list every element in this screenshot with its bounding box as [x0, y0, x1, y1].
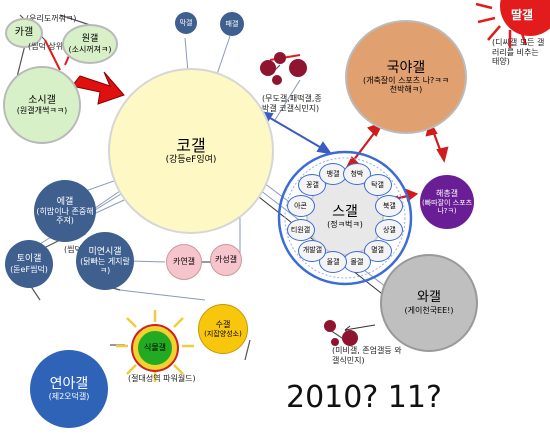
sgal-subnode[interactable]: 아콘 [286, 195, 315, 218]
node-sugal[interactable]: 수갤 (지잡양성소) [198, 304, 248, 354]
node-kaseonggal[interactable]: 카성갤 [210, 244, 242, 276]
node-kogal[interactable]: 코갤 (강등eF잉여) [108, 68, 274, 234]
sgal-subnode-label: 티원갤 [290, 225, 311, 234]
note-top-left: (우리도꺼줘ㅋ) [26, 14, 77, 23]
sgal-subnode-label: 멸갤 [371, 246, 384, 255]
sgal-subnode[interactable]: 몰갤 [342, 251, 371, 274]
sgal-subnode[interactable]: 티원갤 [286, 218, 315, 241]
note-jeoldae: (절대성역 파워월드) [128, 374, 196, 383]
sgal-subnode[interactable]: 청박 [342, 162, 371, 185]
node-egal[interactable]: 에갤 (히밥이나 존중해주져) [34, 180, 96, 242]
node-kayeongal[interactable]: 카연갤 [166, 244, 202, 280]
sun-label: 딸갤 [511, 8, 534, 22]
sgal-subnode-label: 상갤 [382, 225, 396, 234]
node-yeonagal[interactable]: 연아갤 (제2오덕갤) [30, 350, 108, 428]
sgal-subnode[interactable]: 상갤 [375, 218, 404, 241]
node-gukya[interactable]: 국야갤 (개축잘이 스포츠 나?ㅋㅋ 천박해ㅋ) [345, 20, 467, 134]
sgal-subnode[interactable]: 올갤 [319, 251, 348, 274]
year-caption: 2010? 11? [286, 380, 442, 415]
sgal-subnode[interactable]: 개발갤 [298, 239, 327, 262]
sgal-subnode[interactable]: 꽁갤 [298, 174, 327, 197]
node-wagal[interactable]: 와갤 (게이천국EE!) [380, 254, 478, 352]
sgal-subnode[interactable]: 북갤 [375, 195, 404, 218]
sgal-subnode-label: 청박 [350, 169, 364, 178]
sgal-subnode-label: 북갤 [382, 202, 396, 211]
node-misigal[interactable]: 미연시갤 (닭빠는 게지랄ㅋ) [76, 232, 134, 290]
sgal-subnode-label: 탁갤 [371, 181, 384, 190]
sgal-subnode-label: 뱅갤 [326, 169, 340, 178]
sgal-subnode-label: 올갤 [326, 258, 340, 267]
note-ssipdeok-1: (씹덕 상위일체) [28, 42, 81, 51]
sgal-subnode-label: 개발갤 [302, 246, 323, 255]
node-wongal[interactable]: 원갤 (소시꺼져ㅋ) [62, 24, 118, 64]
node-sikmulgal[interactable]: 식물갤 [133, 326, 177, 370]
note-mudong: (무도갤,패떡갤,종박갤 코갤식민지) [262, 94, 322, 113]
note-dissi: (디씨갤 모든 갤러리를 비추는 태양) [492, 38, 545, 67]
node-sosigal[interactable]: 소시갤 (원갤개썩ㅋㅋ) [3, 66, 81, 144]
sgal-subnode-label: 몰갤 [350, 258, 364, 267]
sgal-subnode-label: 꽁갤 [306, 181, 319, 190]
node-toigal[interactable]: 토이갤 (돋eF씹덕) [5, 240, 53, 288]
sgal-subnode[interactable]: 멸갤 [363, 239, 392, 262]
node-makgal[interactable]: 막갤 [175, 12, 197, 34]
sgal-subnode[interactable]: 탁갤 [363, 174, 392, 197]
sgal-subnode-label: 아콘 [294, 202, 307, 211]
note-mibigal: (미비갤, 존엄갤등 와갤식민지) [332, 346, 402, 365]
node-paegal[interactable]: 패갤 [220, 12, 244, 36]
node-haechongal[interactable]: 해총갤 (빠따잘이 스포츠나?ㅋ) [420, 175, 474, 229]
node-kagal[interactable]: 카갤 [5, 18, 43, 48]
